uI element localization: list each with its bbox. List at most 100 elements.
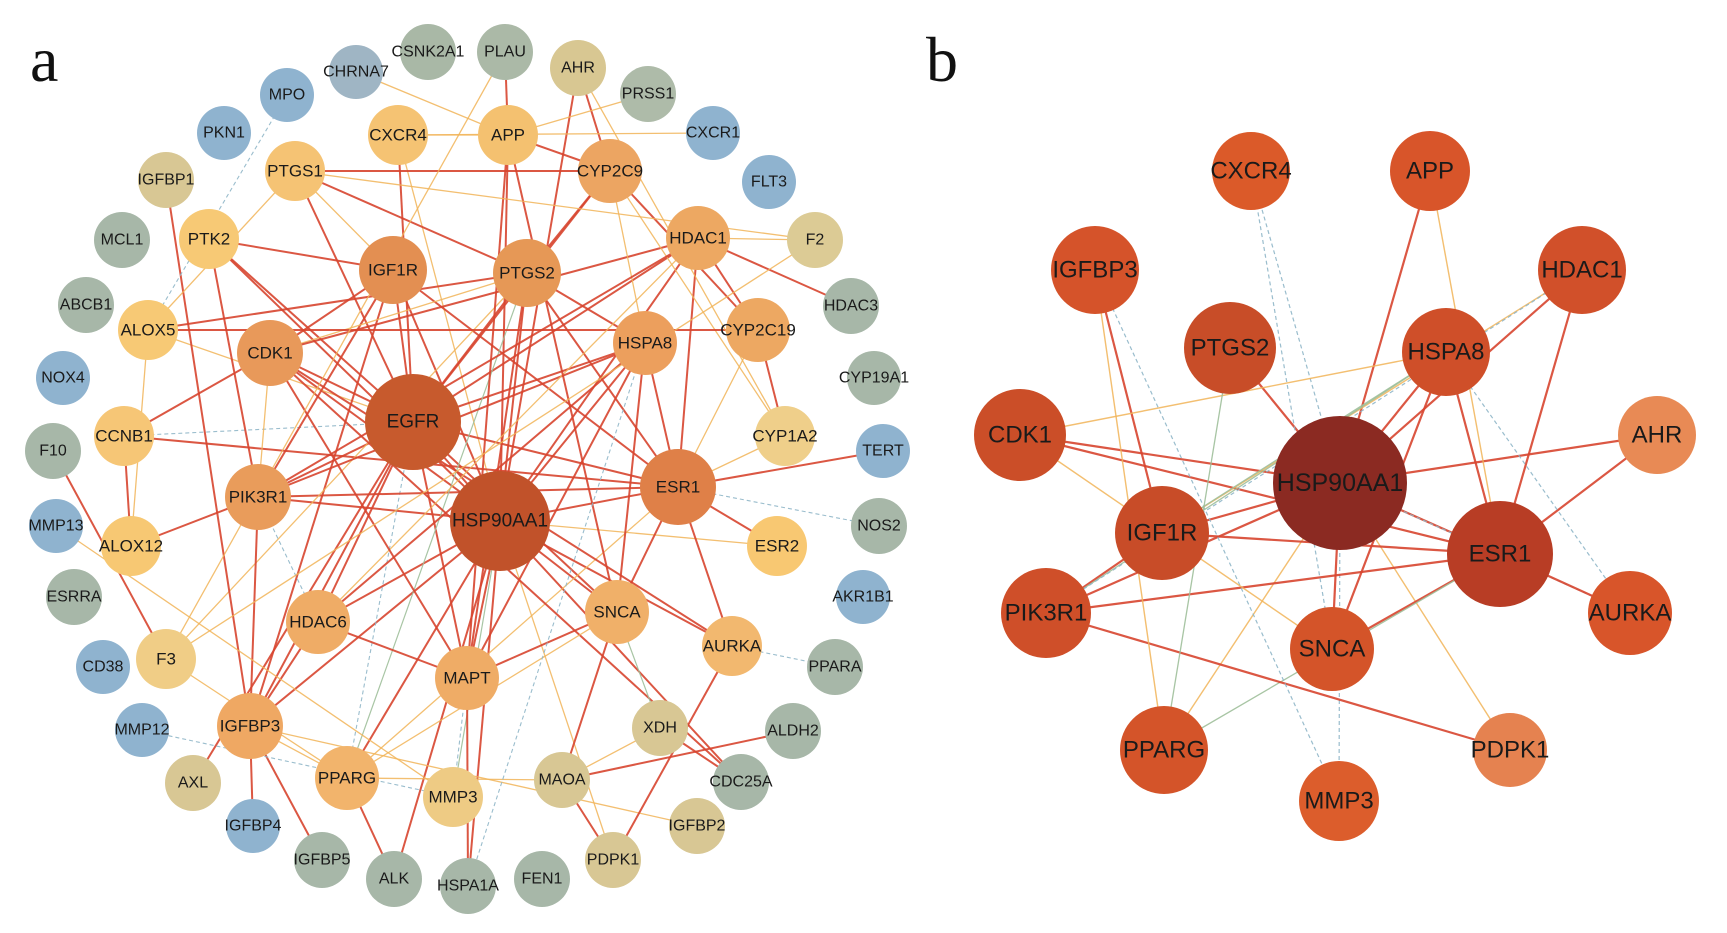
a-node-label: HSPA1A	[437, 878, 499, 895]
a-edge-pik3r1-igfbp3	[249, 496, 259, 727]
a-node-circle	[640, 449, 716, 525]
a-node-f2: F2	[787, 212, 843, 268]
a-node-label: HDAC6	[289, 613, 347, 632]
a-node-cxcr4: CXCR4	[368, 105, 428, 165]
a-node-circle	[118, 300, 178, 360]
b-node-label: CXCR4	[1210, 158, 1291, 185]
a-node-cyp2c9: CYP2C9	[577, 139, 643, 203]
a-node-xdh: XDH	[632, 700, 688, 756]
b-node-label: AHR	[1632, 422, 1683, 449]
a-edge-cxcr4-cxcr1	[397, 132, 714, 136]
a-node-label: IGFBP5	[294, 852, 351, 869]
a-node-label: CYP2C19	[720, 321, 796, 340]
a-node-label: PLAU	[484, 44, 526, 61]
b-node-hdac1: HDAC1	[1538, 226, 1626, 314]
a-node-circle	[477, 24, 533, 80]
a-node-label: MPO	[269, 87, 305, 104]
b-node-label: AURKA	[1589, 600, 1672, 627]
a-node-ahr: AHR	[550, 40, 606, 96]
a-node-esrra: ESRRA	[46, 569, 102, 625]
a-node-ccnb1: CCNB1	[94, 406, 154, 466]
a-node-label: TERT	[862, 443, 904, 460]
a-node-snca: SNCA	[585, 580, 649, 644]
a-node-circle	[726, 298, 790, 362]
a-node-label: MMP12	[114, 722, 169, 739]
a-node-mmp3: MMP3	[423, 767, 483, 827]
panel-label-b: b	[926, 24, 958, 95]
a-edge-ptgs2-f3	[165, 272, 528, 660]
a-node-esr1: ESR1	[640, 449, 716, 525]
a-node-hspa8: HSPA8	[613, 311, 677, 375]
a-node-circle	[94, 406, 154, 466]
b-node-circle	[1001, 568, 1091, 658]
a-node-plau: PLAU	[477, 24, 533, 80]
a-node-circle	[478, 105, 538, 165]
b-edge-cxcr4-snca	[1250, 170, 1333, 650]
a-node-circle	[550, 40, 606, 96]
b-node-cdk1: CDK1	[974, 389, 1066, 481]
b-node-esr1: ESR1	[1447, 501, 1553, 607]
a-node-circle	[666, 206, 730, 270]
a-node-label: HSPA8	[618, 334, 673, 353]
a-node-circle	[225, 464, 291, 530]
a-node-circle	[765, 703, 821, 759]
a-node-circle	[836, 570, 890, 624]
a-node-circle	[450, 471, 550, 571]
a-node-label: CYP19A1	[839, 370, 909, 387]
a-node-label: F10	[39, 443, 67, 460]
a-node-label: AURKA	[703, 637, 762, 656]
a-node-circle	[179, 209, 239, 269]
a-node-chrna7: CHRNA7	[323, 45, 389, 99]
b-node-label: PIK3R1	[1005, 600, 1088, 627]
a-node-circle	[101, 516, 161, 576]
a-node-hdac1: HDAC1	[666, 206, 730, 270]
a-node-igfbp5: IGFBP5	[294, 832, 351, 888]
a-node-ppara: PPARA	[807, 639, 863, 695]
a-node-circle	[329, 45, 383, 99]
a-node-label: APP	[491, 126, 525, 145]
b-node-hsp90aa1: HSP90AA1	[1273, 416, 1407, 550]
a-node-circle	[585, 580, 649, 644]
a-node-circle	[365, 374, 461, 470]
a-node-circle	[36, 351, 90, 405]
a-edge-hspa8-snca	[616, 342, 646, 613]
a-node-hsp90aa1: HSP90AA1	[450, 471, 550, 571]
a-node-circle	[856, 424, 910, 478]
a-node-circle	[294, 832, 350, 888]
a-node-mpo: MPO	[260, 68, 314, 122]
a-node-f10: F10	[25, 423, 81, 479]
a-node-circle	[787, 212, 843, 268]
a-edge-snca-app	[507, 134, 618, 613]
a-edge-ptgs2-alox5	[147, 272, 528, 331]
a-node-circle	[620, 66, 676, 122]
a-node-label: CXCR1	[686, 125, 740, 142]
a-node-hspa1a: HSPA1A	[437, 858, 499, 914]
b-node-ptgs2: PTGS2	[1184, 302, 1276, 394]
b-node-circle	[1390, 131, 1470, 211]
a-node-circle	[823, 278, 879, 334]
a-node-circle	[847, 351, 901, 405]
a-node-cdk1: CDK1	[237, 320, 303, 386]
a-node-circle	[669, 798, 725, 854]
b-edge-hspa8-aurka	[1445, 351, 1631, 614]
a-node-label: CYP1A2	[752, 427, 817, 446]
a-edge-ptgs2-cdk1	[269, 272, 528, 354]
a-node-label: F2	[806, 232, 825, 249]
b-node-label: PDPK1	[1471, 737, 1550, 764]
a-node-label: F3	[156, 650, 176, 669]
a-node-label: NOX4	[41, 370, 85, 387]
a-node-tert: TERT	[856, 424, 910, 478]
b-node-circle	[1184, 302, 1276, 394]
a-edge-f3-f2	[165, 239, 816, 660]
a-edge-igf1r-igfbp3	[249, 269, 394, 727]
a-edge-cyp2c9-cyp1a2	[609, 170, 786, 437]
b-node-snca: SNCA	[1290, 607, 1374, 691]
b-node-ahr: AHR	[1618, 396, 1696, 474]
a-node-circle	[585, 832, 641, 888]
a-node-circle	[165, 755, 221, 811]
a-node-label: ALOX5	[121, 321, 176, 340]
a-node-pparg: PPARG	[315, 746, 379, 810]
a-edge-esr1-hdac1	[677, 237, 699, 488]
